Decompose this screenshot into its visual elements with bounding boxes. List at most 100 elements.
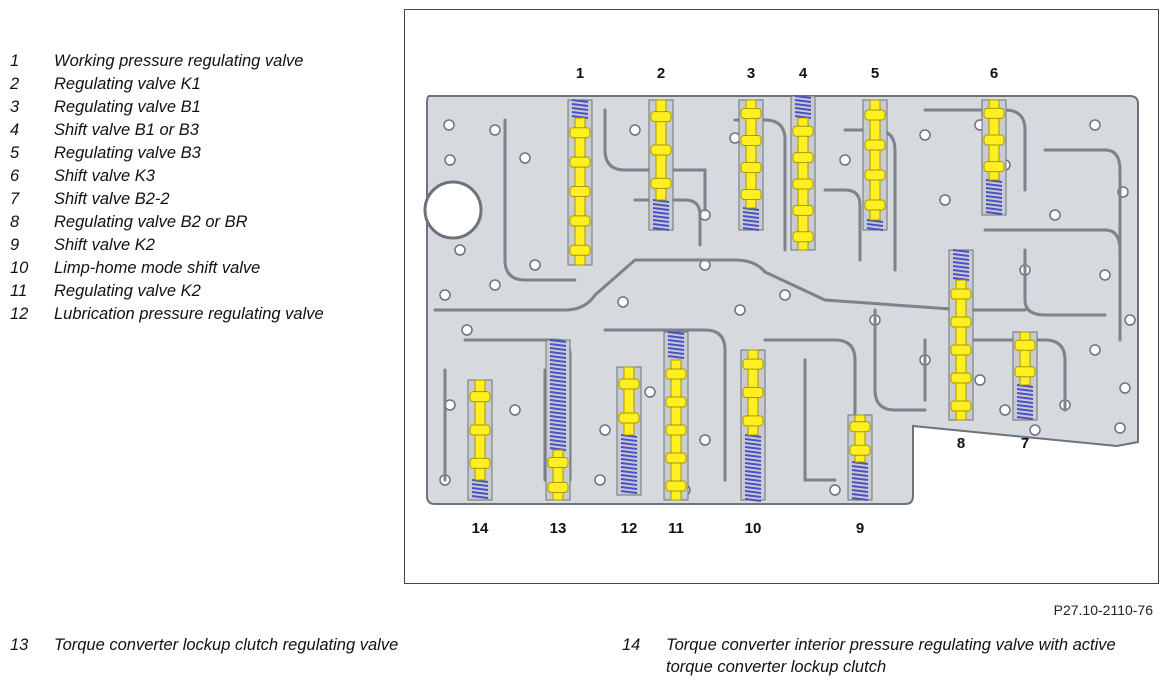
valve-land (983, 161, 1005, 173)
legend-number: 3 (10, 98, 20, 116)
legend-label: Lubrication pressure regulating valve (54, 305, 324, 323)
legend-number: 7 (10, 190, 20, 208)
footnote-label: Torque converter interior pressure regul… (666, 636, 1116, 676)
footnote-number: 14 (622, 636, 641, 654)
legend-number: 4 (10, 121, 20, 139)
oil-channel (763, 338, 857, 482)
valve-land (950, 316, 972, 328)
valve-land (569, 127, 591, 139)
legend-label: Shift valve B2-2 (54, 190, 170, 208)
bore-hole (599, 424, 611, 436)
valve-land (569, 244, 591, 256)
valve-land (950, 400, 972, 412)
legend-item: 7 Shift valve B2-2 (10, 188, 324, 211)
valve-land (792, 152, 814, 164)
valve-land (1014, 339, 1036, 351)
bore-hole (509, 404, 521, 416)
valve-land (983, 107, 1005, 119)
footnote-number: 13 (10, 636, 29, 654)
bore-hole (1049, 209, 1061, 221)
callout-number: 2 (657, 65, 665, 82)
legend-item: 8 Regulating valve B2 or BR (10, 211, 324, 234)
oil-channel (823, 188, 862, 262)
valve-spring (851, 461, 869, 501)
valve-spool (854, 414, 866, 463)
callout-number: 14 (472, 520, 489, 537)
bore-hole (489, 279, 501, 291)
valve-land (864, 199, 886, 211)
bore-hole (839, 154, 851, 166)
valve-land (864, 109, 886, 121)
bore-hole (734, 304, 746, 316)
valve-land (792, 125, 814, 137)
valve-land (569, 215, 591, 227)
bore-hole (461, 324, 473, 336)
bore-hole (1099, 269, 1111, 281)
bore-hole (617, 296, 629, 308)
legend-number: 2 (10, 75, 20, 93)
callout-number: 4 (799, 65, 808, 82)
oil-channel (603, 108, 707, 212)
bore-hole (1119, 382, 1131, 394)
legend-label: Shift valve K3 (54, 167, 155, 185)
bore-hole (974, 374, 986, 386)
valve-land (1014, 366, 1036, 378)
valve-land (740, 135, 762, 146)
callout-number: 10 (745, 520, 762, 537)
bore-hole (1114, 422, 1126, 434)
bore-hole (629, 124, 641, 136)
oil-channel (433, 258, 1027, 312)
bore-hole (519, 152, 531, 164)
legend-label: Regulating valve K1 (54, 75, 201, 93)
bore-hole (999, 404, 1011, 416)
callout-number: 8 (957, 435, 965, 452)
valve-land (740, 108, 762, 119)
callout-number: 3 (747, 65, 755, 82)
legend-number: 8 (10, 213, 20, 231)
valve-land (950, 372, 972, 384)
valve-spring (985, 179, 1003, 215)
valve-land (618, 378, 640, 390)
valve-land (650, 177, 672, 189)
legend-label: Regulating valve B2 or BR (54, 213, 248, 231)
valve-spring (471, 479, 489, 499)
valve-land (547, 457, 569, 468)
valve-land (665, 480, 687, 492)
valve-land (742, 358, 764, 370)
bore-hole (444, 154, 456, 166)
large-bore (423, 180, 483, 240)
legend-label: Regulating valve B3 (54, 144, 201, 162)
oil-channel (963, 338, 1067, 412)
legend-number: 6 (10, 167, 20, 185)
callout-number: 5 (871, 65, 879, 82)
valve-land (665, 424, 687, 436)
legend-number: 9 (10, 236, 20, 254)
valve-land (792, 204, 814, 216)
valve-spring (652, 199, 670, 231)
valve-spring (667, 331, 685, 359)
bore-hole (644, 386, 656, 398)
bore-hole (454, 244, 466, 256)
oil-channel (503, 118, 577, 282)
bore-hole (1029, 424, 1041, 436)
valve-land (792, 231, 814, 243)
valve-spool (552, 449, 564, 501)
footnote-item: 14 Torque converter interior pressure reg… (622, 634, 1136, 678)
valve-land (742, 415, 764, 427)
callout-number: 1 (576, 65, 584, 82)
oil-channel (733, 118, 787, 252)
valve-spring (742, 207, 760, 231)
valve-land (569, 186, 591, 197)
valve-land (665, 368, 687, 380)
bore-hole (1089, 344, 1101, 356)
bore-hole (1124, 314, 1136, 326)
valve-spool (1019, 331, 1031, 386)
legend-number: 11 (10, 282, 28, 300)
valve-land (864, 169, 886, 181)
oil-channel (983, 228, 1122, 252)
legend-label: Working pressure regulating valve (54, 52, 304, 70)
